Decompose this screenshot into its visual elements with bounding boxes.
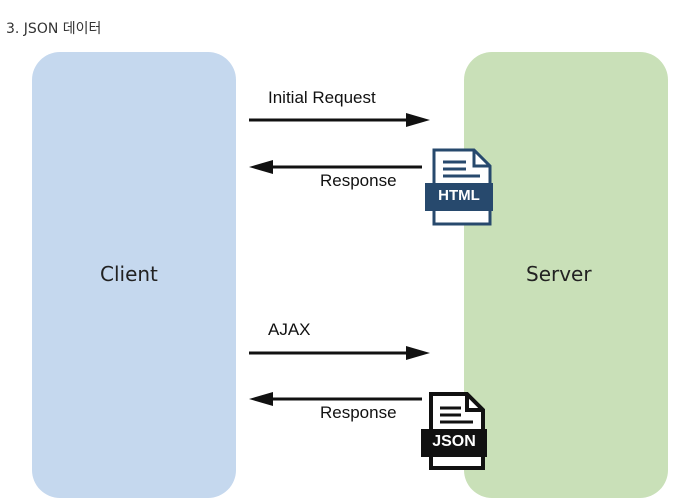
response-json-arrow bbox=[249, 392, 422, 406]
response-json-label: Response bbox=[320, 403, 397, 422]
server-label: Server bbox=[526, 262, 592, 286]
json-document-icon: JSON bbox=[419, 392, 489, 470]
ajax-label: AJAX bbox=[268, 320, 311, 339]
ajax-arrow bbox=[249, 346, 430, 360]
page-heading: 3. JSON 데이터 bbox=[6, 21, 102, 37]
html-document-icon: HTML bbox=[424, 148, 494, 226]
json-badge-label: JSON bbox=[432, 433, 476, 450]
html-badge-label: HTML bbox=[438, 187, 480, 204]
initial-request-arrow bbox=[249, 113, 430, 127]
client-box bbox=[32, 52, 236, 498]
initial-request-label: Initial Request bbox=[268, 88, 376, 107]
client-label: Client bbox=[100, 262, 158, 286]
response-html-arrow bbox=[249, 160, 422, 174]
server-box bbox=[464, 52, 668, 498]
response-html-label: Response bbox=[320, 171, 397, 190]
